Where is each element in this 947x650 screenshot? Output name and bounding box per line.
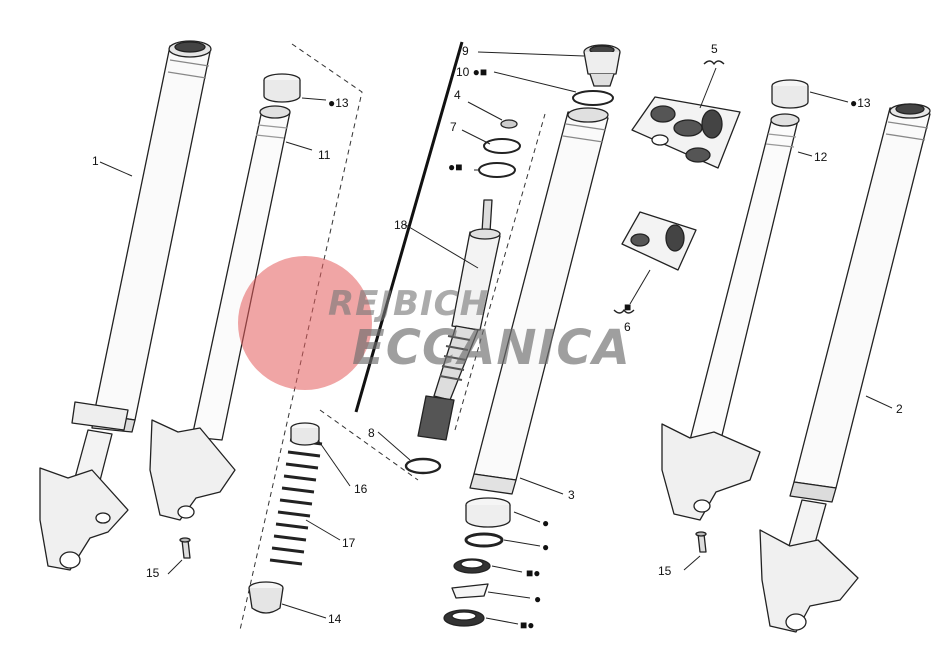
callout-4: 4 [454, 88, 461, 102]
watermark-logo-circle [238, 256, 372, 390]
symbol-marker-4: ● [534, 592, 542, 606]
callout-15-left: 15 [146, 566, 160, 580]
callout-18: 18 [394, 218, 408, 232]
nut-4 [500, 119, 518, 129]
callout-13-right: ●13 [850, 96, 871, 110]
bottom-cap-14 [248, 581, 284, 614]
symbol-marker-1: ● [542, 516, 550, 530]
callout-15-right: 15 [658, 564, 672, 578]
left-inner-fork-tube [149, 105, 291, 521]
symbol-marker-2: ● [542, 540, 550, 554]
seal-kit-5 [631, 96, 741, 169]
seal-stack [443, 497, 511, 627]
callout-9: 9 [462, 44, 469, 58]
callout-2: 2 [896, 402, 903, 416]
callout-7-symbols: ●■ [448, 160, 463, 174]
callout-7: 7 [450, 120, 457, 134]
callout-6: 6 [624, 320, 631, 334]
o-ring-10 [572, 90, 614, 106]
callout-16: 16 [354, 482, 368, 496]
damper-cartridge-18 [417, 199, 501, 441]
callout-17: 17 [342, 536, 356, 550]
center-outer-fork-leg [469, 107, 609, 495]
o-ring-cartridge [478, 162, 516, 178]
spacer-16 [290, 422, 320, 446]
callout-10: 10 ●■ [456, 65, 488, 79]
seal-kit-6 [621, 211, 697, 271]
leader-lines [99, 51, 893, 625]
spring-17 [268, 438, 323, 568]
callout-14: 14 [328, 612, 342, 626]
right-bushing-13 [771, 79, 809, 109]
callout-5: 5 [711, 42, 718, 56]
right-inner-fork-tube [661, 113, 800, 521]
callout-8: 8 [368, 426, 375, 440]
bolt-15-left [179, 537, 191, 559]
symbol-marker-6: ■ [624, 300, 632, 314]
right-outer-fork-leg [759, 103, 931, 633]
callout-3: 3 [568, 488, 575, 502]
left-outer-fork-leg [39, 40, 212, 571]
seal-7 [483, 138, 521, 154]
symbol-marker-3: ■● [526, 566, 541, 580]
top-cap-9 [583, 44, 621, 87]
symbol-marker-5: ■● [520, 618, 535, 632]
watermark-text-bottom: ECCANICA [352, 320, 631, 376]
bolt-15-right [695, 531, 707, 553]
callout-12: 12 [814, 150, 828, 164]
callout-1: 1 [92, 154, 99, 168]
callout-11: 11 [318, 148, 331, 162]
watermark-text-top: REJBICH [328, 284, 490, 324]
left-bushing-13 [263, 73, 301, 103]
callout-13-left: ●13 [328, 96, 349, 110]
o-ring-8 [404, 457, 442, 475]
brace-marks [613, 60, 725, 314]
